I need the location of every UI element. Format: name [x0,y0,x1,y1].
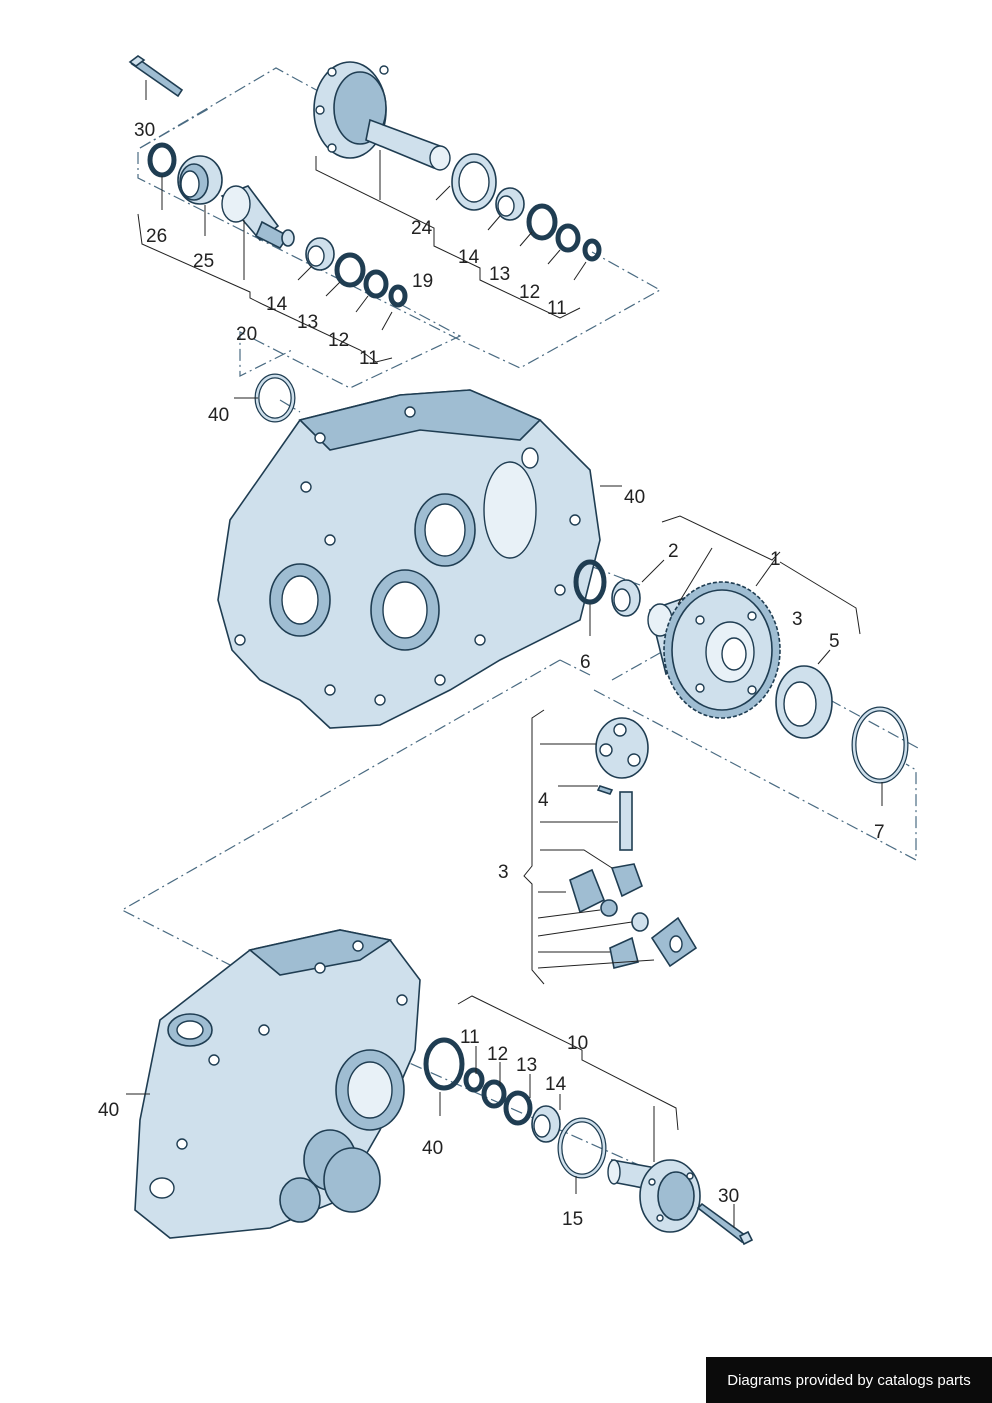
callout-20: 20 [236,324,257,345]
callout-3-right: 3 [792,609,803,630]
callout-40-lower-left: 40 [98,1100,119,1121]
callout-7: 7 [874,822,885,843]
callout-40-left: 40 [208,405,229,426]
circlip-6 [573,559,607,605]
callout-40-right: 40 [624,487,645,508]
callout-11-top-left: 11 [359,348,379,369]
leader-lines [126,80,883,1228]
callout-12-top-right: 12 [519,282,540,303]
shim-7 [851,706,909,784]
callout-30-top: 30 [134,120,155,141]
callout-14-top-left: 14 [266,294,288,315]
lower-seal-rings [423,1037,607,1179]
crown-wheel-differential-1 [647,581,781,719]
gearbox-housing-upper [217,389,601,729]
flange-shaft-lower [607,1159,701,1233]
differential-internals-3 [569,717,698,969]
bolt-top-left [128,55,184,98]
bolt-lower-right [696,1202,754,1246]
callout-14-bottom: 14 [545,1074,567,1095]
callout-3-left: 3 [498,862,509,883]
gearbox-housing-lower [134,929,421,1239]
small-rings-left [305,237,408,308]
callout-12-top-left: 12 [328,330,349,351]
callout-10: 10 [567,1033,588,1054]
watermark-banner: Diagrams provided by catalogs parts [706,1357,992,1403]
callout-1: 1 [770,549,781,570]
callout-24: 24 [411,218,433,239]
callout-13-top-right: 13 [489,264,510,285]
callout-11-top-right: 11 [547,298,567,319]
callout-19: 19 [412,271,433,292]
callout-15: 15 [562,1209,583,1230]
o-ring-40-top [254,373,296,423]
bearing-5 [775,665,833,739]
callout-40-lower: 40 [422,1138,443,1159]
callout-labels: 30 26 25 20 14 13 12 11 19 24 14 13 12 1… [98,120,885,1230]
bearing-2 [611,579,641,617]
seal-and-rings-right [451,153,602,262]
circlip-26 [147,142,177,178]
callout-26: 26 [146,226,167,247]
callout-11-bottom: 11 [460,1027,480,1048]
callout-6: 6 [580,652,591,673]
callout-5: 5 [829,631,840,652]
callout-14-top-right: 14 [458,247,480,268]
callout-2: 2 [668,541,679,562]
callout-30-bottom: 30 [718,1186,739,1207]
callout-25: 25 [193,251,214,272]
callout-12-bottom: 12 [487,1044,508,1065]
flange-shaft-20 [220,185,295,250]
callout-4: 4 [538,790,549,811]
flange-shaft-24 [313,61,451,171]
bearing-25 [177,155,223,205]
callout-13-bottom: 13 [516,1055,537,1076]
callout-13-top-left: 13 [297,312,318,333]
